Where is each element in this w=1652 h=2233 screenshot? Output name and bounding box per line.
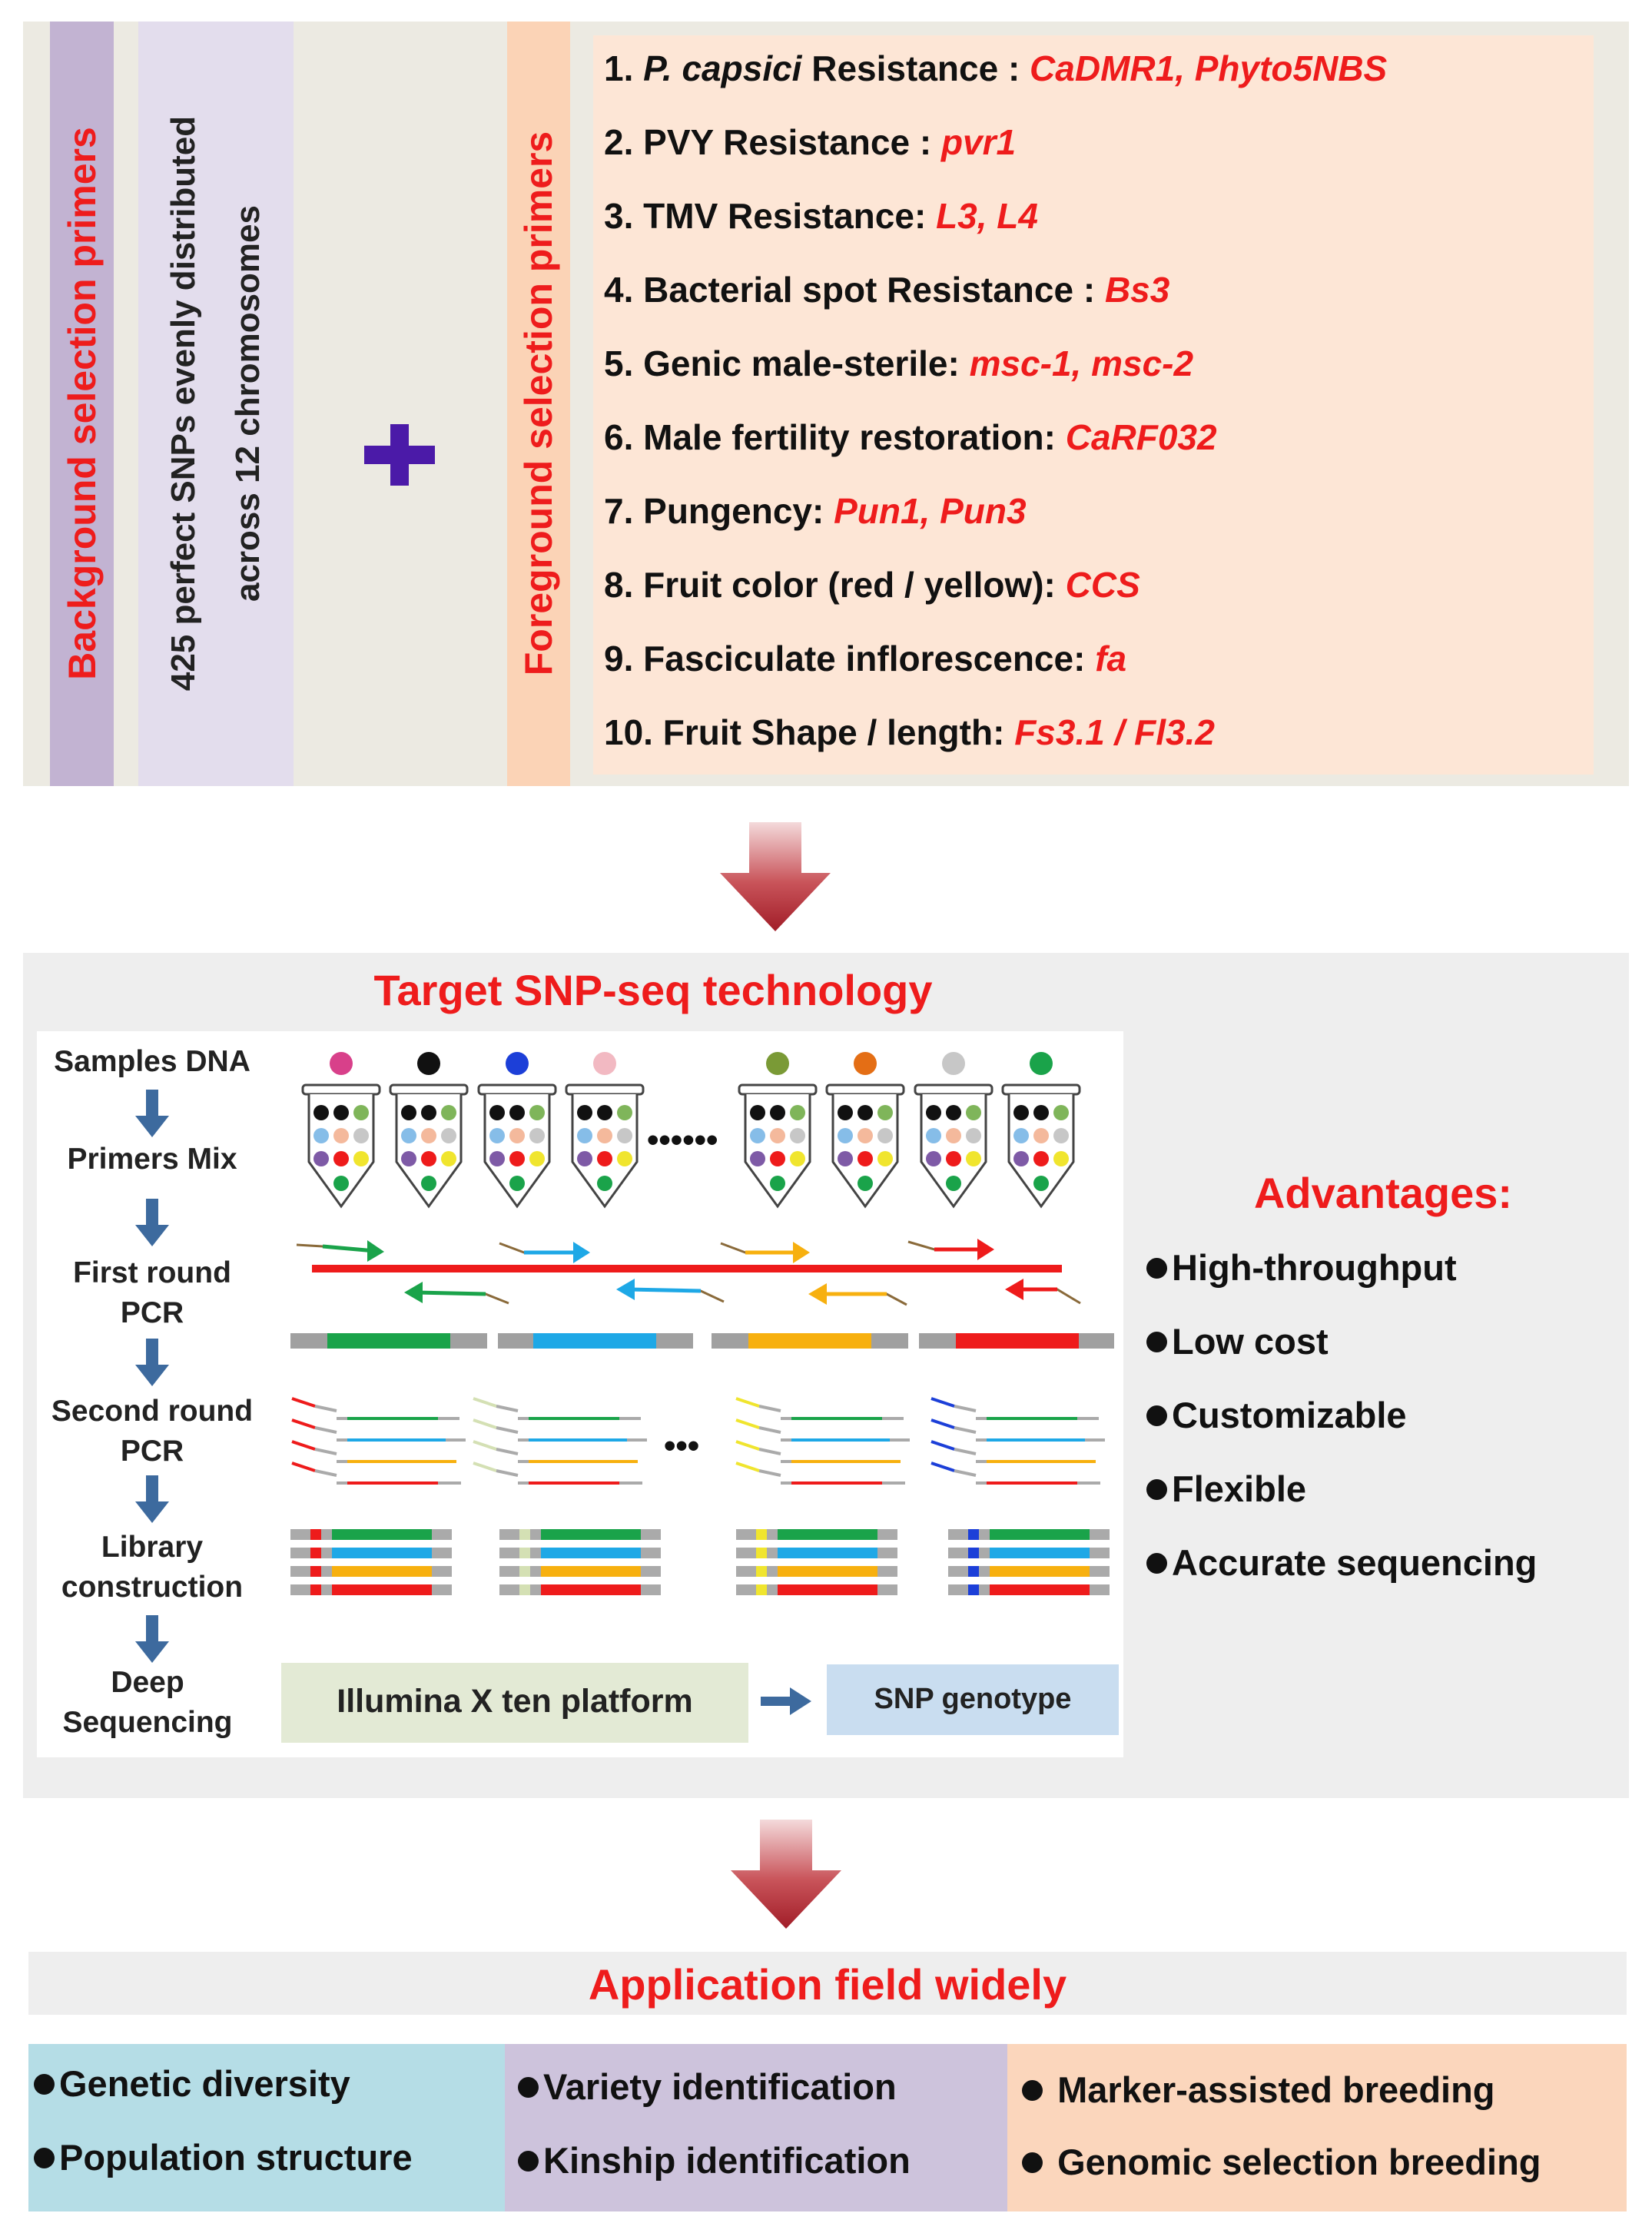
sample-drop — [417, 1052, 440, 1075]
foreground-strip — [507, 22, 570, 786]
application-title-bar — [28, 1952, 1627, 2015]
sample-tube — [1001, 1083, 1081, 1209]
application-item: Population structure — [34, 2136, 413, 2178]
application-item: Genomic selection breeding — [1022, 2141, 1541, 2183]
second-round-group — [291, 1397, 466, 1485]
sample-drop — [330, 1052, 353, 1075]
step-samples-dna: Samples DNA — [54, 1045, 250, 1078]
advantage-item: High-throughput — [1146, 1246, 1457, 1289]
sample-tube — [389, 1083, 469, 1209]
library-group — [948, 1529, 1110, 1595]
fg-item-9: 9. Fasciculate inflorescence: fa — [604, 639, 1127, 679]
fg-item-10: 10. Fruit Shape / length: Fs3.1 / Fl3.2 — [604, 712, 1215, 752]
sample-tube — [738, 1083, 818, 1209]
library-group — [499, 1529, 661, 1595]
illumina-platform-label: Illumina X ten platform — [337, 1683, 693, 1720]
step-primers-mix: Primers Mix — [67, 1143, 237, 1176]
sample-drop — [1030, 1052, 1053, 1075]
sample-drop — [942, 1052, 965, 1075]
snp-genotype-box — [827, 1664, 1119, 1735]
snp-desc-line1: 425 perfect SNPs evenly distributed — [164, 115, 202, 692]
snp-description: 425 perfect SNPs evenly distributed acro… — [151, 116, 280, 691]
fg-item-1: 1. P. capsici Resistance : CaDMR1, Phyto… — [604, 48, 1388, 88]
snp-genotype-label: SNP genotype — [874, 1683, 1072, 1715]
application-col-3 — [1007, 2044, 1627, 2211]
application-item: Kinship identification — [518, 2139, 911, 2182]
sample-drop — [593, 1052, 616, 1075]
advantage-item: Flexible — [1146, 1468, 1306, 1510]
fg-item-8: 8. Fruit color (red / yellow): CCS — [604, 565, 1140, 605]
sequencing-arrow — [761, 1687, 811, 1715]
application-item: Marker-assisted breeding — [1022, 2069, 1495, 2111]
step-arrow-3 — [135, 1339, 169, 1386]
advantage-item: Customizable — [1146, 1394, 1407, 1436]
first-round-primers — [296, 1239, 1081, 1306]
sample-tube — [301, 1083, 381, 1209]
plus-icon — [364, 424, 435, 486]
advantage-item: Accurate sequencing — [1146, 1541, 1537, 1584]
foreground-selection-label: Foreground selection primers — [517, 131, 560, 676]
sample-drop — [506, 1052, 529, 1075]
application-item: Variety identification — [518, 2065, 897, 2108]
step-arrow-5 — [135, 1615, 169, 1663]
second-round-ellipsis: ••• — [664, 1427, 699, 1465]
step-first-round-pcr: First round PCR — [73, 1256, 231, 1329]
step-library-construction: Library construction — [61, 1531, 244, 1604]
fg-item-3: 3. TMV Resistance: L3, L4 — [604, 196, 1038, 236]
library-group — [736, 1529, 897, 1595]
background-strip — [50, 22, 114, 786]
application-item: Genetic diversity — [34, 2062, 350, 2105]
application-col-1 — [28, 2044, 505, 2211]
sample-drops — [330, 1052, 1053, 1075]
application-title: Application field widely — [588, 1960, 1067, 2009]
step-second-round-pcr: Second round PCR — [51, 1395, 254, 1468]
second-round-group — [930, 1397, 1105, 1485]
fg-item-2: 2. PVY Resistance : pvr1 — [604, 122, 1017, 162]
snp-desc-strip — [138, 22, 294, 786]
foreground-box — [593, 35, 1594, 775]
snp-desc-line2: across 12 chromosomes — [229, 204, 267, 602]
second-round-group — [735, 1397, 910, 1485]
background-selection-label: Background selection primers — [61, 127, 104, 680]
step-deep-sequencing: Deep Sequencing — [62, 1666, 233, 1739]
illumina-platform-box — [281, 1663, 748, 1743]
application-col-2 — [505, 2044, 1007, 2211]
sample-tube — [914, 1083, 994, 1209]
technology-title: Target SNP-seq technology — [373, 966, 933, 1014]
step-arrow-4 — [135, 1475, 169, 1523]
fg-item-6: 6. Male fertility restoration: CaRF032 — [604, 417, 1217, 457]
fg-item-7: 7. Pungency: Pun1, Pun3 — [604, 491, 1027, 531]
tube-dots: •••••• — [647, 1121, 718, 1159]
sample-tube — [477, 1083, 557, 1209]
advantage-item: Low cost — [1146, 1320, 1329, 1362]
sample-drop — [854, 1052, 877, 1075]
advantages-title: Advantages: — [1253, 1169, 1513, 1217]
flow-down-arrow-1 — [720, 822, 831, 931]
sample-tube — [565, 1083, 645, 1209]
fg-item-4: 4. Bacterial spot Resistance : Bs3 — [604, 270, 1170, 310]
step-arrow-1 — [135, 1090, 169, 1137]
flow-down-arrow-2 — [731, 1820, 841, 1929]
step-arrow-2 — [135, 1199, 169, 1246]
fg-item-5: 5. Genic male-sterile: msc-1, msc-2 — [604, 343, 1194, 383]
sample-drop — [766, 1052, 789, 1075]
library-group — [290, 1529, 452, 1595]
sample-tube — [825, 1083, 905, 1209]
second-round-group — [473, 1397, 647, 1485]
pcr-workflow-graphic: •••••• — [290, 1052, 1114, 1595]
first-round-amplicons — [290, 1333, 1114, 1349]
